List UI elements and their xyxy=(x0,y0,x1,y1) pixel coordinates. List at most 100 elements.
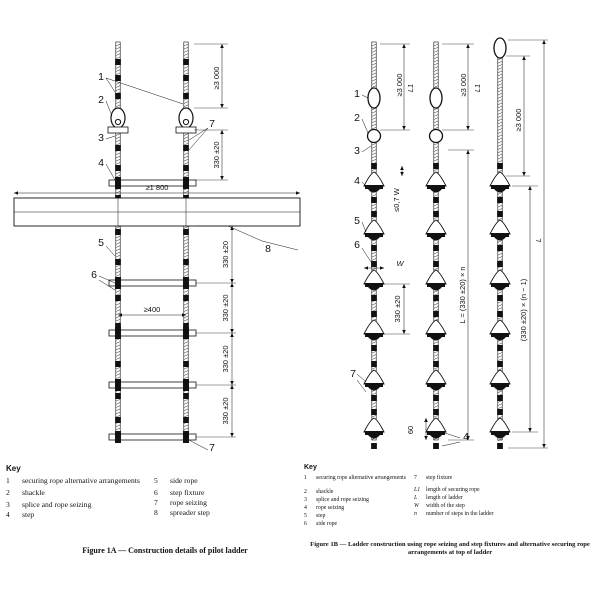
arrow-head xyxy=(400,172,404,176)
step-fixture xyxy=(489,219,511,235)
arrow-head xyxy=(424,436,428,440)
step-fixture xyxy=(489,369,511,385)
rope-seizing xyxy=(371,361,377,367)
rope-seizing xyxy=(433,295,439,301)
rope-seizing xyxy=(183,93,189,99)
key-b-text: length of securing rope xyxy=(426,487,480,493)
rope-seizing xyxy=(433,245,439,251)
step-fixture xyxy=(115,431,121,443)
step-section xyxy=(491,333,509,337)
key-b-number: L1 xyxy=(414,487,421,493)
step-fixture-base xyxy=(368,387,380,391)
leader-line xyxy=(105,100,113,117)
step-width-label: ≥400 xyxy=(144,305,161,314)
arrow-head xyxy=(380,266,384,270)
ladder-step xyxy=(108,179,197,187)
step-fixture-base xyxy=(430,387,442,391)
rope-seizing xyxy=(497,211,503,217)
step-section xyxy=(365,431,383,435)
key-b-number: 3 xyxy=(304,497,307,503)
step-fixture-base xyxy=(368,287,380,291)
rope-seizing xyxy=(433,197,439,203)
arrow-head xyxy=(230,381,234,385)
securing-length-c-label: ≥3 000 xyxy=(514,109,523,132)
arrow-head xyxy=(220,104,224,108)
rope-seizing xyxy=(433,345,439,351)
rope-seizing xyxy=(371,409,377,415)
step-section xyxy=(365,283,383,287)
arrow-head xyxy=(230,283,234,287)
step-fixture xyxy=(363,369,385,385)
step-fixture xyxy=(363,417,385,433)
arrow-head xyxy=(400,166,404,170)
arrow-head xyxy=(542,40,546,44)
key-a-text: rope seizing xyxy=(170,498,207,507)
l-symbol: L xyxy=(534,238,543,242)
step-fixture xyxy=(489,269,511,285)
figure-1a-caption: Figure 1A — Construction details of pilo… xyxy=(82,546,248,555)
securing-length-b-label: ≥3 000 xyxy=(459,74,468,97)
step-fixture xyxy=(489,417,511,433)
rope-seizing xyxy=(371,245,377,251)
key-b-text: step xyxy=(316,513,326,519)
rope-seizing xyxy=(497,295,503,301)
step-fixture-base xyxy=(430,435,442,439)
step-fixture-base xyxy=(368,337,380,341)
step-fixture xyxy=(489,319,511,335)
step-section xyxy=(427,233,445,237)
key-b-text: step fixture xyxy=(426,475,453,481)
step-fixture xyxy=(115,277,121,289)
rope-seizing xyxy=(433,261,439,267)
rope-seizing xyxy=(183,259,189,265)
step-spacing-label: 330 ±20 xyxy=(221,294,230,321)
leader-line xyxy=(188,127,209,141)
step-section xyxy=(491,185,509,189)
step-section xyxy=(427,283,445,287)
step-fixture-base xyxy=(368,237,380,241)
spreader-width-label: ≥1 800 xyxy=(146,183,169,192)
step-fixture xyxy=(425,269,447,285)
step-fixture xyxy=(425,171,447,187)
step-fixture-base xyxy=(494,337,506,341)
callout-7: 7 xyxy=(350,368,356,380)
key-b-text: splice and rope seizing xyxy=(316,497,369,503)
key-b-text: number of steps in the ladder xyxy=(426,511,494,517)
key-b-number: 6 xyxy=(304,521,307,527)
step-fixture-base xyxy=(430,337,442,341)
rope-seizing xyxy=(497,443,503,449)
key-b-text: rope seizing xyxy=(316,505,345,511)
rope-seizing xyxy=(183,165,189,171)
key-a-number: 2 xyxy=(6,488,10,497)
key-b-number: L xyxy=(414,495,418,501)
rope-seizing xyxy=(433,361,439,367)
rope-seizing xyxy=(497,197,503,203)
rope-seizing xyxy=(371,163,377,169)
step-fixture-base xyxy=(494,287,506,291)
step-fixture xyxy=(425,319,447,335)
l1-symbol-a: L1 xyxy=(406,84,415,92)
key-a-text: splice and rope seizing xyxy=(22,500,92,509)
arrow-head xyxy=(230,385,234,389)
leader-line xyxy=(361,118,369,134)
step-fixture-base xyxy=(430,287,442,291)
step-spacing-label: 330 ±20 xyxy=(393,295,402,322)
step-spacing-label: 330 ±20 xyxy=(221,241,230,268)
rope-seizing xyxy=(115,93,121,99)
securing-length-a-label: ≥3 000 xyxy=(395,74,404,97)
leader-line xyxy=(356,379,367,393)
key-a-number: 4 xyxy=(6,510,10,519)
arrow-head xyxy=(528,428,532,432)
leader-line xyxy=(98,275,116,284)
arrow-head xyxy=(466,44,470,48)
step-section xyxy=(427,333,445,337)
step-spacing-label: 330 ±20 xyxy=(221,345,230,372)
